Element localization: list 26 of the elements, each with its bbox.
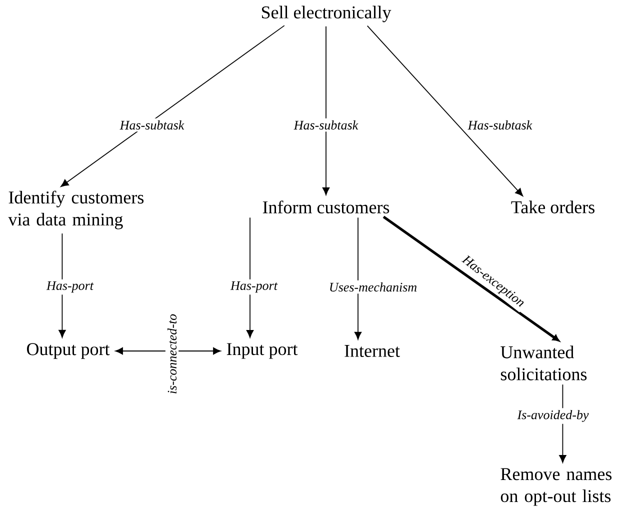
edge-label: Has-subtask: [466, 118, 534, 132]
arrow: [322, 26, 330, 196]
arrow: [559, 384, 566, 463]
arrow: [354, 217, 362, 340]
arrow: [366, 25, 524, 196]
edge-label: Has-port: [44, 279, 96, 295]
node-text: Sell electronically: [262, 6, 392, 22]
node-text: Internet: [344, 345, 400, 357]
edge-label: is-connected-to: [165, 312, 179, 396]
node-text: Take orders: [511, 200, 594, 214]
node-text: Inform customers: [262, 200, 390, 214]
edge-label: Has-subtask: [292, 118, 360, 132]
node-text: Output port: [27, 343, 110, 359]
edge-label: Has-subtask: [118, 118, 186, 132]
arrow: [246, 217, 254, 338]
node-text: Input port: [226, 343, 298, 359]
arrow: [115, 347, 221, 355]
node-text: Unwanted solicitations: [500, 346, 587, 380]
arrow: [382, 216, 560, 342]
arrow: [58, 233, 66, 338]
edge-label: Has-port: [228, 279, 280, 295]
node-text: Remove names on opt-out lists: [500, 468, 612, 506]
edge-label: Uses-mechanism: [326, 280, 420, 294]
arrow: [60, 25, 285, 187]
edge-label: Is-avoided-by: [515, 408, 591, 424]
node-text: Identify customers via data mining: [8, 190, 144, 230]
